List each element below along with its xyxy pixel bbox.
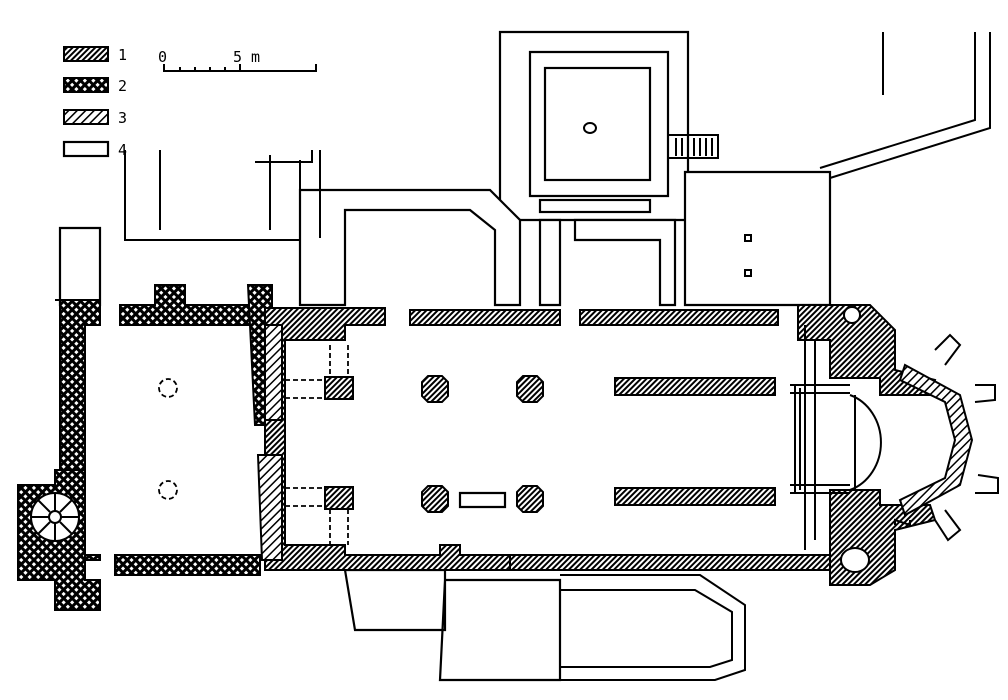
legend-swatch-4 (62, 140, 110, 158)
legend-label-4: 4 (118, 141, 127, 159)
east-range (819, 32, 991, 179)
south-rooms (538, 218, 677, 307)
well-circle (583, 122, 597, 134)
north-arcade (614, 487, 776, 506)
south-nave-wall-b (579, 309, 779, 326)
later-structures (58, 30, 991, 682)
chapter-room (683, 170, 832, 307)
legend-swatch-1 (63, 46, 109, 62)
legend-swatch-2 (63, 77, 109, 93)
octagonal-chapel (298, 188, 522, 307)
west-infill-north (256, 454, 283, 561)
cloister-bench (538, 198, 652, 214)
south-choir-wall (797, 304, 937, 396)
north-west-wall (114, 554, 261, 576)
south-arcade (614, 377, 776, 396)
scale-start-label: 0 (158, 48, 167, 66)
phase-1-walls (264, 304, 937, 586)
apse-ambulatory (898, 363, 974, 517)
phase-3-walls (256, 324, 974, 561)
cloister-court (543, 66, 652, 182)
north-chapel (343, 568, 562, 682)
west-walls (124, 150, 321, 241)
legend-swatch-3 (63, 109, 109, 125)
phase-2-walls (17, 284, 273, 611)
south-nave-wall-a (409, 309, 561, 326)
north-nave-wall (509, 554, 831, 571)
legend: 1 2 3 4 (62, 46, 127, 159)
west-bay-walls (264, 307, 521, 571)
legend-label-1: 1 (118, 46, 127, 64)
north-annex (560, 574, 746, 681)
west-infill-south (264, 324, 283, 421)
west-tower-base (58, 226, 102, 307)
legend-label-2: 2 (118, 77, 127, 95)
scale-bar: 0 5 m (158, 48, 317, 72)
pier-screen (458, 491, 507, 509)
apse (790, 325, 999, 550)
legend-label-3: 3 (118, 109, 127, 127)
scale-end-label: 5 m (233, 48, 260, 66)
south-west-wall (119, 284, 266, 326)
dashed-reconstructions (158, 345, 349, 545)
stairs (668, 134, 719, 159)
piers (324, 375, 544, 513)
